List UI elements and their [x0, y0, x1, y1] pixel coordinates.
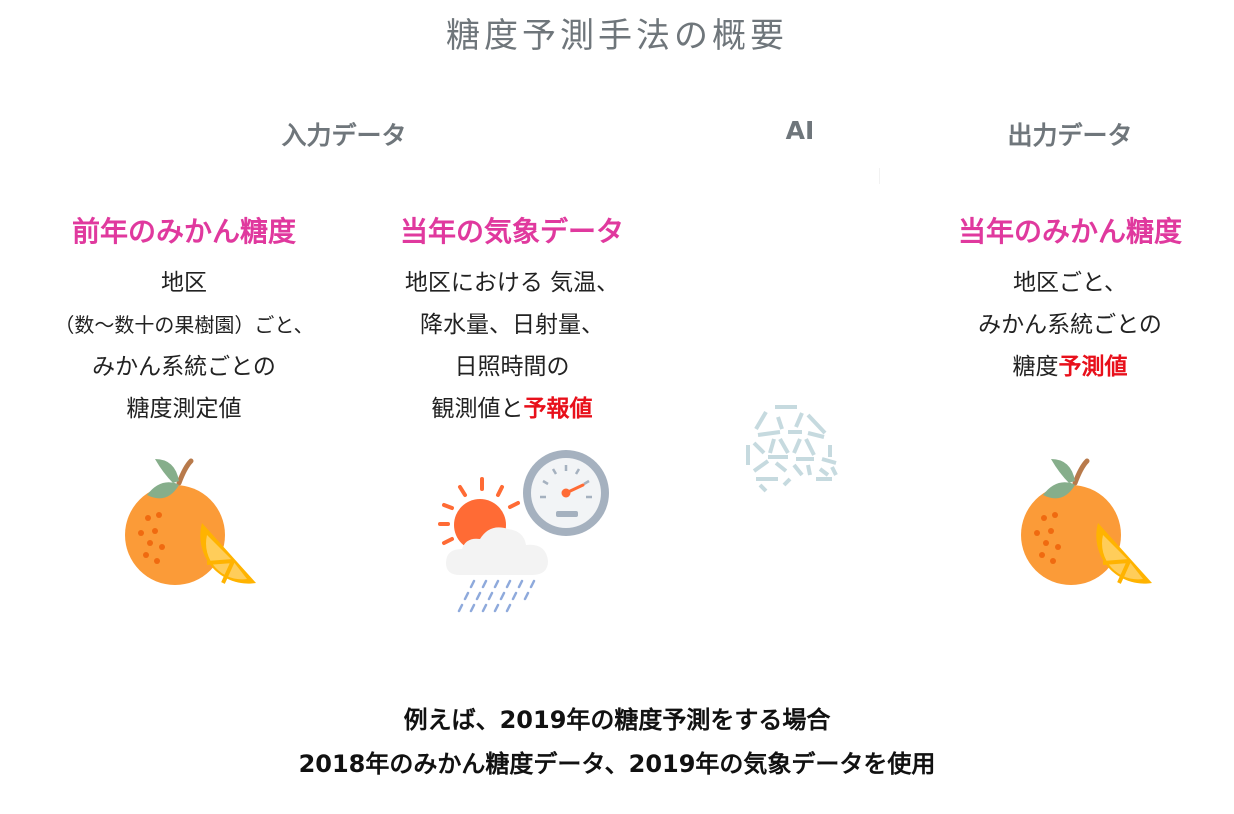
output-line-2: みかん系統ごとの	[978, 312, 1162, 338]
weather-description: 地区における 気温、 降水量、日射量、 日照時間の 観測値と予報値	[342, 262, 682, 430]
prev-year-line-1: 地区	[161, 270, 207, 296]
footer-example-line-2: 2018年のみかん糖度データ、2019年の気象データを使用	[298, 750, 936, 778]
orange-icon	[1021, 458, 1152, 585]
weather-gauge-icon	[438, 450, 609, 613]
divider	[879, 168, 880, 184]
footer-example-line-1: 例えば、2019年の糖度予測をする場合	[403, 706, 831, 734]
page-title: 糖度予測手法の概要	[446, 16, 788, 56]
output-line-1: 地区ごと、	[1012, 270, 1128, 296]
prev-year-line-2: （数〜数十の果樹園）ごと、	[54, 313, 314, 337]
weather-heading: 当年の気象データ	[399, 215, 624, 248]
weather-line-3: 日照時間の	[454, 354, 570, 380]
output-line-3: 糖度予測値	[900, 346, 1234, 388]
section-input-label: 入力データ	[281, 121, 407, 150]
prev-year-line-3: みかん系統ごとの	[92, 354, 276, 380]
weather-line-4: 観測値と予報値	[342, 388, 682, 430]
output-description: 地区ごと、 みかん系統ごとの 糖度予測値	[900, 262, 1234, 388]
brain-network-icon	[746, 405, 838, 493]
weather-line-2: 降水量、日射量、	[420, 312, 604, 338]
weather-forecast-highlight: 予報値	[523, 396, 593, 422]
weather-line-1: 地区における 気温、	[404, 270, 620, 296]
prev-year-description: 地区 （数〜数十の果樹園）ごと、 みかん系統ごとの 糖度測定値	[14, 262, 354, 430]
section-output-label: 出力データ	[1007, 121, 1133, 150]
output-heading: 当年のみかん糖度	[957, 215, 1182, 248]
output-sugar-text: 糖度	[1012, 354, 1059, 380]
output-prediction-highlight: 予測値	[1058, 354, 1128, 380]
orange-icon	[125, 458, 256, 585]
section-ai-label: AI	[785, 116, 815, 145]
prev-year-line-4: 糖度測定値	[126, 396, 242, 422]
prev-year-heading: 前年のみかん糖度	[71, 215, 296, 248]
weather-observed-text: 観測値と	[431, 396, 524, 422]
